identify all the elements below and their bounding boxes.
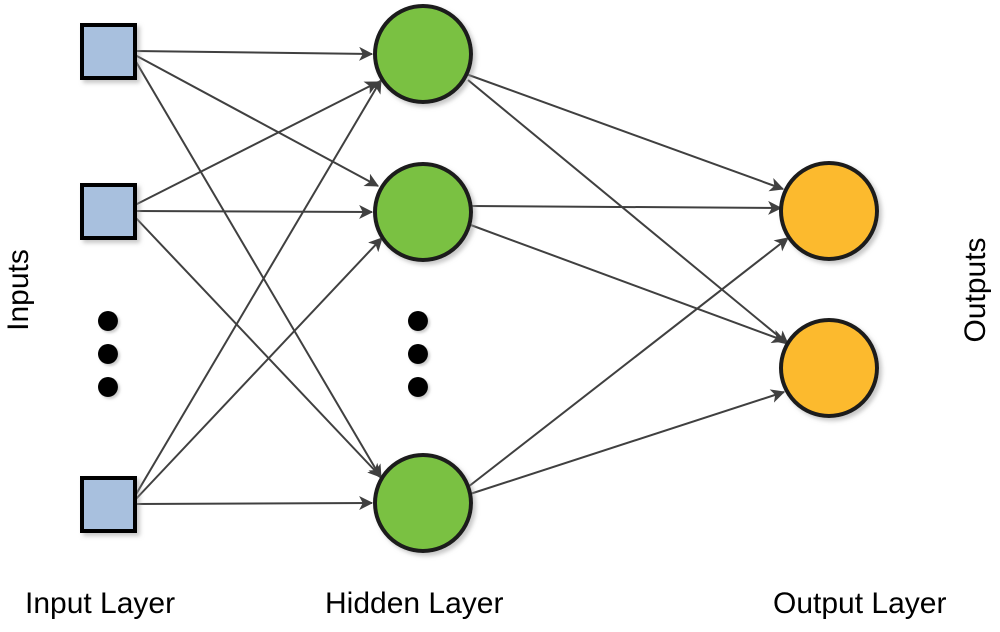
hidden-layer-ellipsis: [408, 311, 428, 397]
input-layer-nodes: [80, 23, 137, 533]
input-layer-ellipsis: [98, 311, 118, 397]
edge-i1-h3: [134, 59, 382, 479]
edge-h1-o2: [467, 79, 789, 345]
edge-i1-h2: [134, 54, 379, 187]
edge-h2-o1: [470, 200, 783, 215]
hidden-node-1[interactable]: [373, 4, 473, 104]
edge-i1-h1: [134, 46, 374, 61]
side-label-outputs: Outputs: [959, 237, 992, 342]
ellipsis-dot: [98, 311, 118, 331]
edges-input-to-hidden: [134, 46, 383, 511]
edge-i2-h3: [134, 216, 382, 478]
edge-h3-o1: [467, 237, 789, 488]
edge-i3-h3: [134, 496, 374, 511]
ellipsis-dot: [98, 377, 118, 397]
input-node-2[interactable]: [80, 183, 137, 240]
ellipsis-dot: [408, 344, 428, 364]
ellipsis-dot: [98, 344, 118, 364]
hidden-node-2[interactable]: [373, 162, 473, 262]
edge-h1-o1: [465, 73, 785, 192]
ellipsis-dot: [408, 311, 428, 331]
output-layer-nodes: [779, 161, 879, 418]
edge-h3-o2: [469, 389, 786, 495]
layer-label-input: Input Layer: [25, 587, 175, 620]
layer-label-hidden: Hidden Layer: [325, 587, 503, 620]
hidden-node-3[interactable]: [373, 453, 473, 553]
side-label-inputs: Inputs: [2, 249, 35, 331]
input-node-3[interactable]: [80, 476, 137, 533]
input-node-1[interactable]: [80, 23, 137, 80]
edge-i2-h1: [134, 81, 379, 206]
ellipsis-dot: [408, 377, 428, 397]
layer-label-output: Output Layer: [773, 587, 946, 620]
edge-i2-h2: [134, 204, 374, 219]
output-node-2[interactable]: [779, 318, 879, 418]
edge-i3-h2: [134, 237, 383, 501]
edge-h2-o2: [467, 223, 787, 344]
edge-i3-h1: [134, 79, 382, 497]
hidden-layer-nodes: [373, 4, 473, 553]
output-node-1[interactable]: [779, 161, 879, 261]
edges-hidden-to-output: [465, 73, 789, 495]
